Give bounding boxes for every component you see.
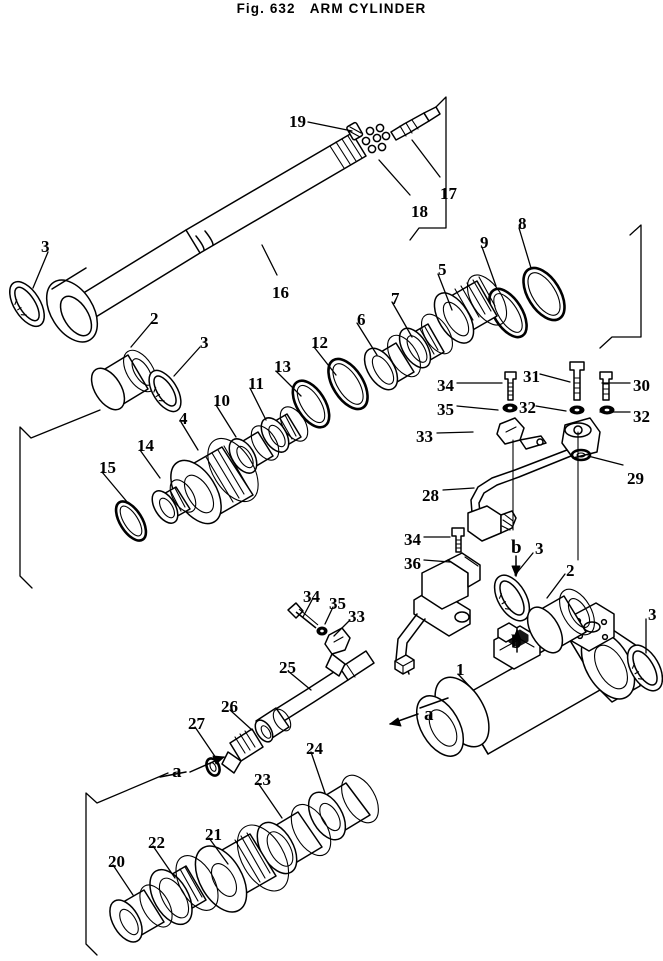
part-14-rod-seal — [151, 479, 197, 524]
piston-rod-assembly — [45, 132, 367, 343]
callout-34: 34 — [437, 376, 454, 395]
callout-3c: 3 — [535, 539, 544, 558]
callout-30: 30 — [633, 376, 650, 395]
callout-11: 11 — [248, 374, 265, 393]
bracket-arm — [395, 552, 481, 675]
callout-32: 32 — [519, 398, 536, 417]
tube-25-assembly — [205, 650, 375, 777]
part-13-backup-ring — [291, 379, 331, 429]
tube-28-assembly — [467, 417, 601, 542]
callout-34c: 34 — [303, 587, 320, 606]
part-11-slipper-seal — [260, 406, 309, 453]
callout-16: 16 — [272, 283, 289, 302]
group-frames — [19, 96, 642, 956]
part-15-snap-ring — [114, 500, 148, 542]
section-marker-b-2: b — [511, 632, 522, 653]
part-3-dust-seal-body-right — [626, 644, 663, 692]
callout-36: 36 — [404, 554, 421, 573]
part-9-backup-ring — [488, 287, 528, 339]
callout-14: 14 — [137, 436, 154, 455]
part-3-dust-seal-upper2 — [148, 369, 182, 413]
callout-18: 18 — [411, 202, 428, 221]
callout-12: 12 — [311, 333, 328, 352]
part-1-cylinder-tube — [394, 602, 641, 757]
callout-34b: 34 — [404, 530, 421, 549]
callout-28: 28 — [422, 486, 439, 505]
callout-23: 23 — [254, 770, 271, 789]
part-18-steel-balls — [361, 123, 391, 154]
callout-35b: 35 — [329, 594, 346, 613]
callout-8: 8 — [518, 214, 527, 233]
callout-15: 15 — [99, 458, 116, 477]
section-marker-b-1: b — [511, 537, 522, 558]
section-marker-a-1: a — [172, 761, 182, 782]
callout-3: 3 — [41, 237, 50, 256]
part-3-dust-seal-body-left — [493, 574, 531, 622]
part-19-set-screw — [346, 121, 364, 141]
callout-4: 4 — [179, 409, 188, 428]
callout-26: 26 — [221, 697, 238, 716]
part-20-bushing — [109, 884, 173, 943]
callout-1: 1 — [456, 660, 465, 679]
callout-13: 13 — [274, 357, 291, 376]
callout-10: 10 — [213, 391, 230, 410]
callout-21: 21 — [205, 825, 222, 844]
callout-2b: 2 — [566, 561, 575, 580]
callout-24: 24 — [306, 739, 323, 758]
part-8-o-ring — [513, 259, 575, 329]
section-arrows — [159, 555, 522, 778]
callout-29: 29 — [627, 469, 644, 488]
callout-3b: 3 — [200, 333, 209, 352]
callout-33: 33 — [416, 427, 433, 446]
callout-25: 25 — [279, 658, 296, 677]
callout-22: 22 — [148, 833, 165, 852]
callout-3d: 3 — [648, 605, 657, 624]
part-12-o-ring — [327, 357, 369, 411]
part-17-grease-fitting — [390, 106, 441, 141]
part-3-dust-seal-upper — [9, 280, 45, 328]
callout-9: 9 — [480, 233, 489, 252]
leader-lines — [32, 121, 647, 896]
figure-title: Fig. 632 ARM CYLINDER — [236, 1, 427, 16]
section-marker-a-2: a — [424, 704, 434, 725]
callout-31: 31 — [523, 367, 540, 386]
callout-6: 6 — [357, 310, 366, 329]
callout-5: 5 — [438, 260, 447, 279]
callout-33b: 33 — [348, 607, 365, 626]
part-24-nut — [307, 774, 379, 841]
part-22-ring — [149, 855, 219, 926]
part-2-bushing-upper — [90, 349, 157, 411]
callout-27: 27 — [188, 714, 205, 733]
hardware-lower-left — [287, 602, 351, 677]
callout-35: 35 — [437, 400, 454, 419]
part-7-seal-ring — [398, 313, 454, 369]
part-21-piston-assembly — [194, 824, 290, 913]
callout-32b: 32 — [633, 407, 650, 426]
callout-20: 20 — [108, 852, 125, 871]
part-2-bushing-body — [526, 588, 595, 654]
callout-17: 17 — [440, 184, 457, 203]
part-5-cylinder-head — [433, 274, 508, 344]
callout-7: 7 — [391, 289, 400, 308]
callout-19: 19 — [289, 112, 306, 131]
part-6-backup-ring — [363, 334, 421, 391]
hardware-upper-right — [502, 361, 615, 561]
callout-2: 2 — [150, 309, 159, 328]
